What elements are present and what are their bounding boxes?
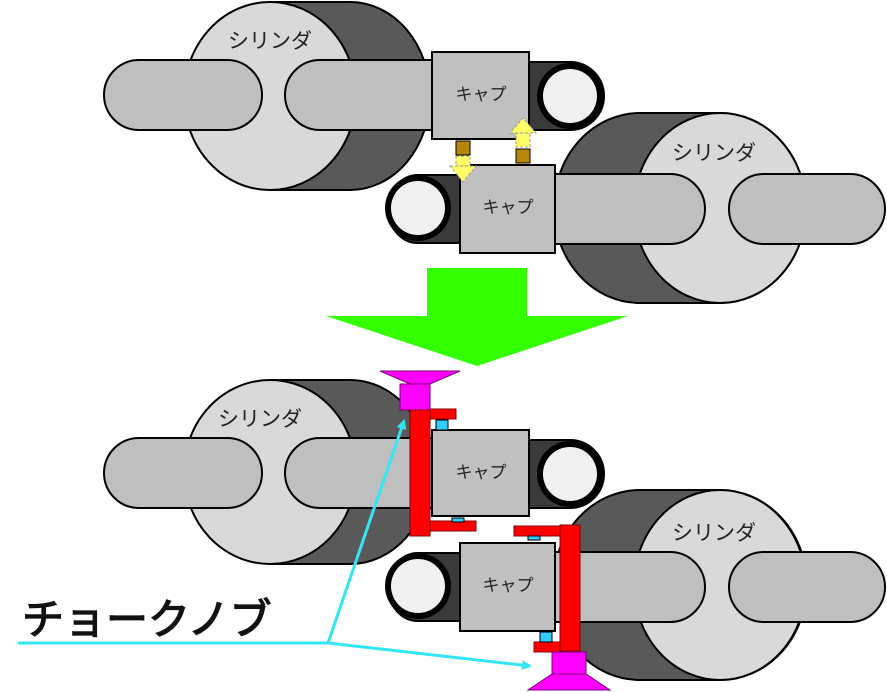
top-roller-lower xyxy=(385,174,471,244)
choke-knob-upper xyxy=(379,370,461,411)
top-rod-lower-left xyxy=(553,173,706,245)
cap-label: キャプ xyxy=(456,85,507,105)
cylinder-label: シリンダ xyxy=(672,521,756,545)
bottom-rod-right xyxy=(284,437,435,509)
bracket-lower xyxy=(513,524,581,653)
cylinder-label: シリンダ xyxy=(672,141,756,165)
bottom-rod-lower-left xyxy=(553,551,706,623)
cap-label: キャプ xyxy=(483,198,534,218)
top-cap-lower xyxy=(459,164,556,254)
bottom-cap-upper xyxy=(431,429,530,517)
bottom-roller-lower xyxy=(385,552,471,622)
up-arrow-icon xyxy=(508,117,538,164)
top-rod-lower-right xyxy=(728,173,886,245)
transition-arrow-icon xyxy=(326,268,628,366)
cap-label: キャプ xyxy=(483,576,534,596)
top-rod-left xyxy=(103,59,263,131)
bottom-rod-left xyxy=(103,437,263,509)
choke-knob-callout: チョークノブ xyxy=(18,419,532,671)
callout-pointer-lower xyxy=(327,641,532,671)
choke-knob-lower xyxy=(526,651,612,691)
down-arrow-icon xyxy=(448,140,478,183)
top-cap-upper xyxy=(431,51,530,140)
bottom-cap-lower xyxy=(459,542,556,632)
callout-pointer-upper xyxy=(326,419,407,644)
cap-label: キャプ xyxy=(456,463,507,483)
bracket-upper xyxy=(409,408,477,537)
top-assembly: シリンダ キャプ シリンダ キャプ xyxy=(103,1,886,304)
top-roller-upper xyxy=(519,61,605,131)
bottom-rod-lower-right xyxy=(728,551,886,623)
bottom-assembly: シリンダ キャプ シリンダ キャプ xyxy=(103,370,886,691)
top-rod-right xyxy=(284,59,435,131)
cylinder-label: シリンダ xyxy=(218,407,302,431)
cylinder-label: シリンダ xyxy=(228,29,312,53)
callout-label: チョークノブ xyxy=(22,595,271,644)
bottom-roller-upper xyxy=(519,439,605,509)
